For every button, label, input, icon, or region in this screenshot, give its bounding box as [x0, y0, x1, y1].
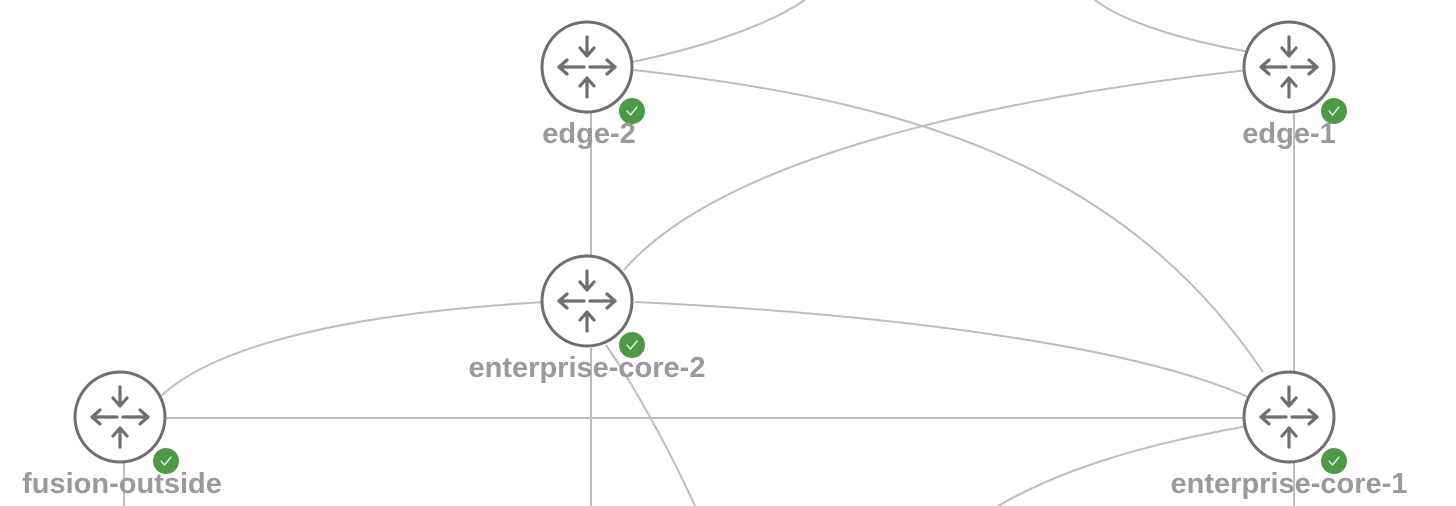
link-enterprise-core-1-down-diagonal — [997, 425, 1249, 506]
node-label: enterprise-core-2 — [469, 352, 706, 384]
router-icon — [1259, 385, 1319, 449]
node-label: edge-2 — [542, 118, 635, 150]
link-edge-1-offscreen — [1094, 0, 1251, 53]
node-enterprise-core-2[interactable]: enterprise-core-2 — [469, 254, 706, 384]
status-ok-badge — [153, 448, 179, 474]
node-edge-2[interactable]: edge-2 — [540, 20, 645, 150]
check-icon — [160, 456, 172, 466]
link-enterprise-core-2-down-diagonal — [605, 344, 696, 506]
node-body — [540, 20, 634, 114]
status-ok-badge — [619, 98, 645, 124]
node-body — [1242, 370, 1336, 464]
check-icon — [626, 340, 638, 350]
status-ok-badge — [619, 332, 645, 358]
link-edge-1-enterprise-core-2 — [623, 69, 1249, 271]
check-icon — [626, 106, 638, 116]
link-edge-2-offscreen — [631, 0, 806, 63]
node-body — [73, 370, 167, 464]
link-enterprise-core-2-enterprise-core-1 — [634, 301, 1249, 398]
links-layer — [123, 0, 1295, 506]
node-body — [540, 254, 634, 348]
router-icon — [90, 385, 150, 449]
node-label: fusion-outside — [22, 468, 222, 500]
node-body — [1242, 20, 1336, 114]
check-icon — [1328, 456, 1340, 466]
link-edge-2-enterprise-core-1 — [633, 69, 1264, 373]
node-edge-1[interactable]: edge-1 — [1242, 20, 1347, 150]
router-icon — [557, 35, 617, 99]
node-enterprise-core-1[interactable]: enterprise-core-1 — [1171, 370, 1408, 500]
check-icon — [1328, 106, 1340, 116]
router-icon — [1259, 35, 1319, 99]
node-label: enterprise-core-1 — [1171, 468, 1408, 500]
node-label: edge-1 — [1242, 118, 1335, 150]
link-enterprise-core-2-fusion-outside — [159, 301, 546, 398]
node-fusion-outside[interactable]: fusion-outside — [22, 370, 222, 500]
status-ok-badge — [1321, 448, 1347, 474]
router-icon — [557, 269, 617, 333]
status-ok-badge — [1321, 98, 1347, 124]
